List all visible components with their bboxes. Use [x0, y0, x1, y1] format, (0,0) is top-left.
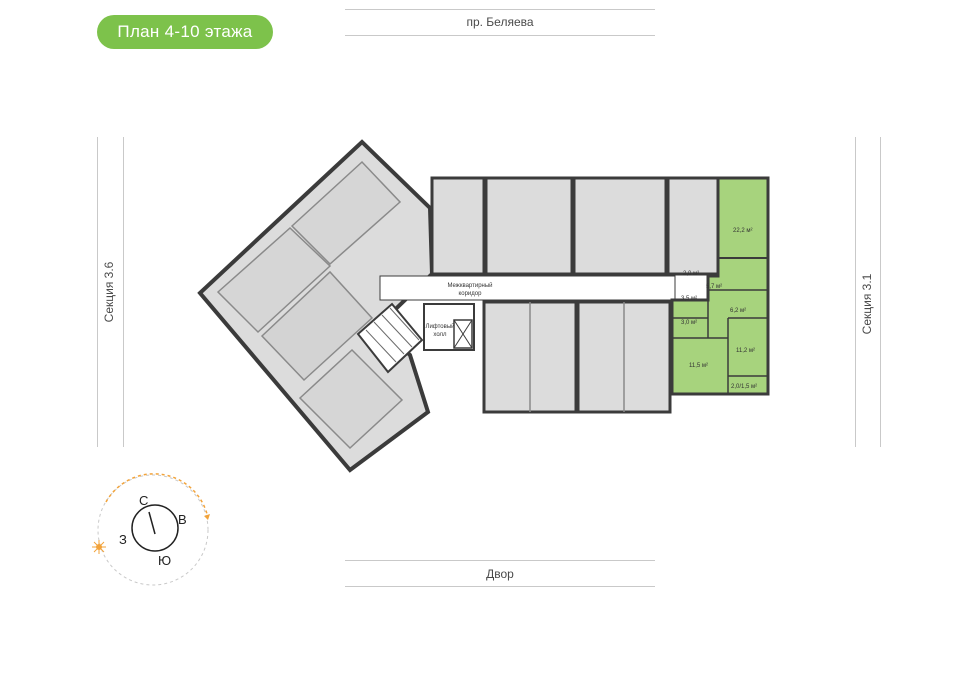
apartment-left-3 [260, 270, 374, 382]
apartment-left-4 [298, 348, 404, 450]
street-line-bottom-2 [345, 586, 655, 587]
left-wing [197, 139, 435, 473]
corridor-label-line2: коридор [459, 291, 483, 297]
room-label-5: 6,2 м² [730, 308, 746, 314]
room-label-6: 3,0 м² [681, 320, 697, 326]
compass-east-label: В [178, 512, 187, 527]
corridor-label-line1: Межквартирный [447, 282, 492, 289]
section-line-left-1 [97, 137, 98, 447]
stair-block [356, 302, 424, 374]
bottom-row [482, 300, 672, 414]
room-label-4: 3,5 м² [681, 296, 697, 302]
highlighted-apartment: 22,2 м² 2,0 м² 5,7 м² 3,5 м² 6,2 м² 3,0 … [670, 176, 770, 396]
room-label-7: 11,5 м² [689, 363, 708, 369]
compass-orbit [97, 474, 209, 586]
room-label-2: 2,0 м² [683, 271, 699, 277]
street-line-top-2 [345, 35, 655, 36]
street-label-top: пр. Беляева [466, 15, 534, 29]
compass-west-label: З [119, 532, 127, 547]
apartment-top-2 [484, 176, 574, 276]
floor-plan-title-badge: План 4-10 этажа [97, 15, 273, 49]
street-label-bottom: Двор [486, 567, 514, 581]
compass-north-label: С [139, 493, 149, 508]
corridor [379, 275, 676, 301]
room-label-8: 11,2 м² [736, 348, 755, 354]
top-row [430, 176, 720, 276]
lift-label-line2: холл [433, 332, 447, 338]
apartment-top-3 [572, 176, 668, 276]
apartment-left-1 [216, 226, 332, 334]
sun-icon [92, 540, 106, 554]
sun-path [105, 473, 208, 515]
room-label-3: 5,7 м² [706, 284, 722, 290]
apartment-left-2 [290, 160, 402, 266]
section-line-right-2 [880, 137, 881, 447]
compass-ring [131, 504, 179, 552]
compass-needle-icon [148, 511, 156, 535]
highlighted-apartment-outline [670, 176, 770, 396]
room-label-1: 22,2 м² [733, 228, 752, 234]
lift-label-line1: Лифтовый [426, 323, 455, 330]
stair-step-1 [365, 329, 397, 363]
section-line-right-1 [855, 137, 856, 447]
stair-step-4 [389, 307, 420, 341]
apartment-top-1 [430, 176, 486, 276]
compass [92, 473, 210, 586]
core [379, 275, 676, 351]
compass-south-label: Ю [158, 553, 172, 568]
stair-step-3 [381, 314, 413, 348]
street-line-top-1 [345, 9, 655, 10]
stair-step-2 [373, 321, 405, 355]
room-label-9: 2,0/1,5 м² [731, 384, 757, 390]
lift-cross-2 [453, 319, 473, 349]
sun-path-arrow [204, 514, 210, 520]
apartment-top-4 [666, 176, 720, 276]
street-line-bottom-1 [345, 560, 655, 561]
section-line-left-2 [123, 137, 124, 447]
